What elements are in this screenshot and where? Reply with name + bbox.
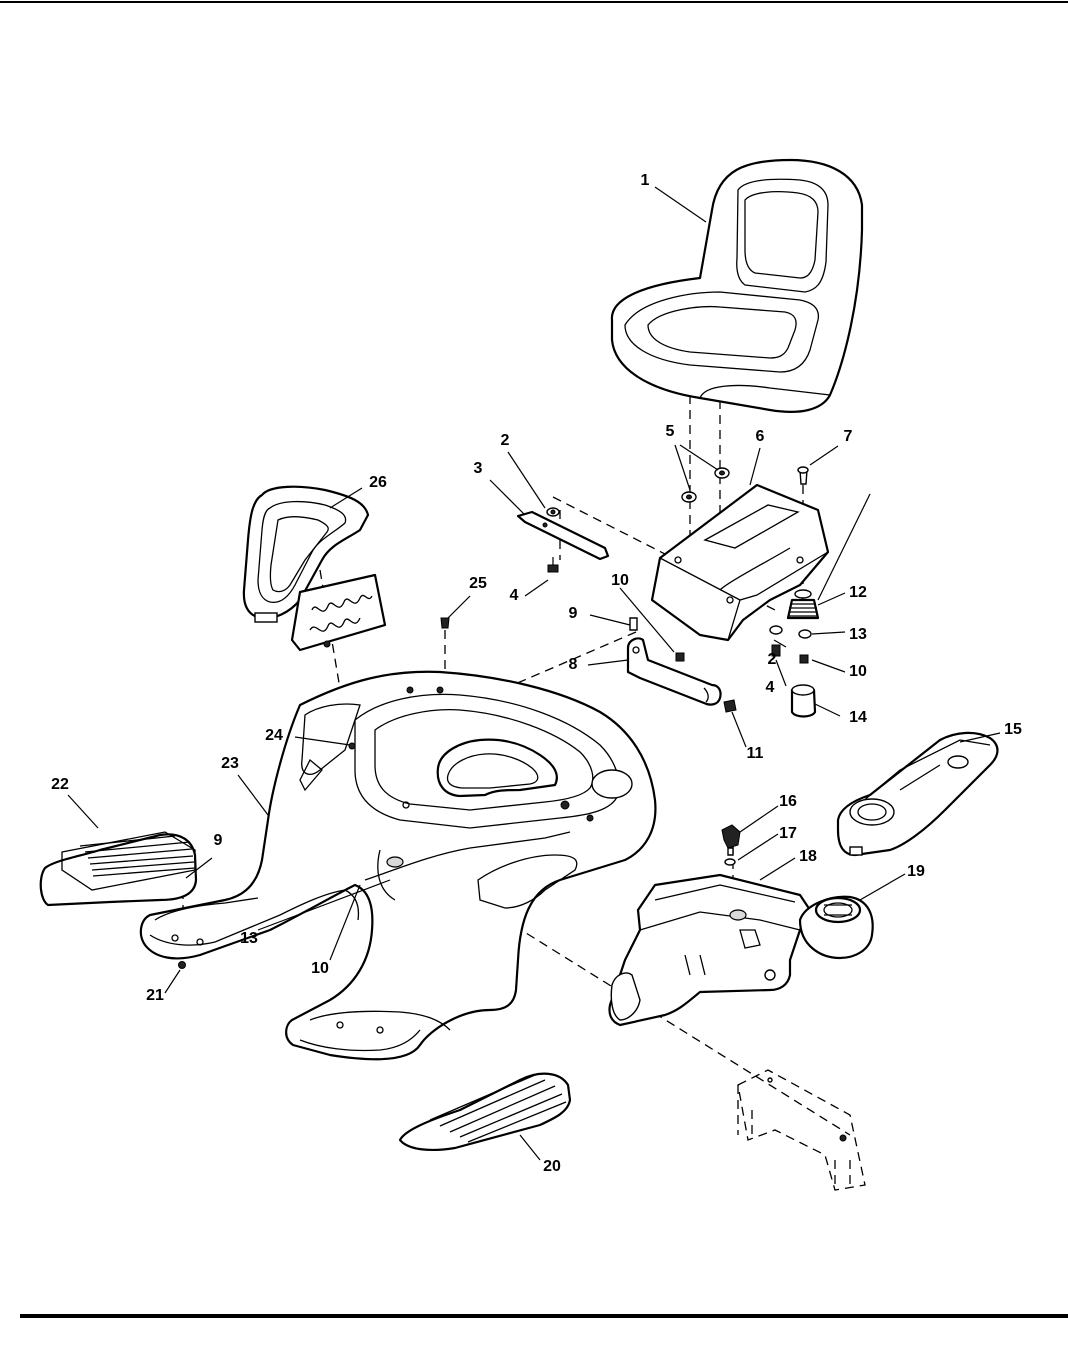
callout-14: 14 [849,709,867,726]
callout-10-top: 10 [611,572,629,589]
callout-23: 23 [221,755,239,772]
callout-1: 1 [641,172,650,189]
console-tray [836,731,999,857]
seat-spring [786,589,820,620]
leader-lines [67,186,1001,1161]
fuel-cap [798,895,874,960]
callout-18: 18 [799,848,817,865]
fuel-tank [608,873,812,1027]
callout-2-bottom: 2 [768,651,777,668]
callout-10-bottom: 10 [311,960,329,977]
callout-9-top: 9 [569,605,578,622]
callout-19: 19 [907,863,925,880]
seat-strap [516,510,610,561]
callout-15: 15 [1004,721,1022,738]
o-ring [724,858,736,866]
callout-4-right: 4 [766,679,775,696]
callout-12: 12 [849,584,867,601]
callout-2-top: 2 [501,432,510,449]
callout-7: 7 [844,428,853,445]
fender-pad [242,485,370,623]
fender-body [139,670,657,1061]
callout-4-left: 4 [510,587,519,604]
callout-6: 6 [756,428,765,445]
seat [610,158,864,413]
callout-11: 11 [747,745,764,762]
callout-25: 25 [469,575,487,592]
callout-5: 5 [666,423,675,440]
callout-20: 20 [543,1158,561,1175]
callout-3: 3 [474,460,483,477]
callout-13-left: 13 [240,930,258,947]
left-floor-mat [39,831,198,907]
callout-24: 24 [265,727,283,744]
fender-bracket [290,573,387,652]
callout-22: 22 [51,776,69,793]
callout-26: 26 [369,474,387,491]
seat-pan [650,483,830,642]
callout-10-right: 10 [849,663,867,680]
callout-9-left: 9 [214,832,223,849]
callout-16: 16 [779,793,797,810]
right-floor-mat [398,1072,572,1151]
callout-13-right: 13 [849,626,867,643]
callout-21: 21 [146,987,164,1004]
rear-bracket [737,1069,866,1191]
callout-8: 8 [569,656,578,673]
fuel-fitting [721,824,741,856]
callout-labels: 1 2 3 4 5 6 7 26 25 10 9 12 13 2 10 8 4 … [51,172,1022,1175]
seat-bumper [790,684,817,718]
seat-hinge [626,637,722,706]
callout-17: 17 [779,825,797,842]
